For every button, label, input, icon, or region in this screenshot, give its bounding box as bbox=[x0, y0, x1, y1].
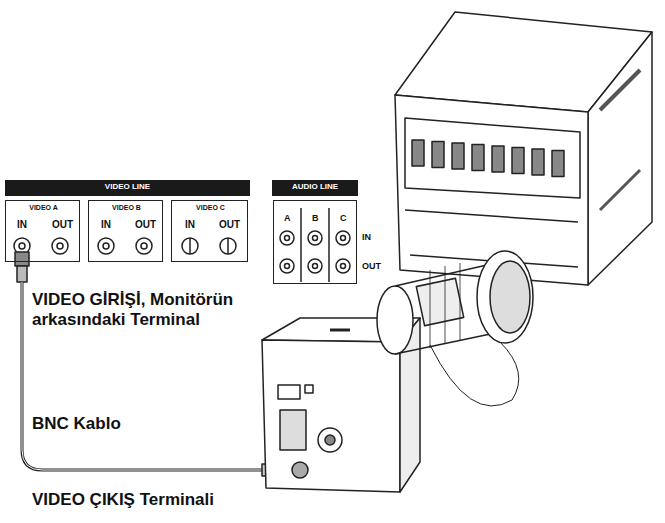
terminal-label: A bbox=[284, 213, 291, 223]
callout-text: BNC Kablo bbox=[32, 414, 121, 434]
panel-title: VIDEO LINE bbox=[105, 182, 150, 191]
terminal-label: IN bbox=[362, 232, 371, 242]
terminal-label: IN bbox=[17, 219, 27, 230]
vent-slot bbox=[532, 149, 544, 175]
vent-slot bbox=[472, 145, 484, 171]
terminal-label: VIDEO B bbox=[112, 204, 141, 211]
terminal-label: OUT bbox=[362, 261, 381, 271]
monitor-recess bbox=[405, 118, 580, 198]
monitor-top bbox=[395, 12, 652, 112]
terminal-label: IN bbox=[101, 219, 111, 230]
terminal-label: B bbox=[312, 213, 319, 223]
terminal-label: VIDEO C bbox=[196, 204, 225, 211]
vent-slot bbox=[492, 146, 504, 172]
vent-slot bbox=[412, 140, 424, 166]
terminal-label: OUT bbox=[135, 219, 156, 230]
monitor-vent bbox=[600, 70, 640, 110]
video-terminal-box: VIDEO C IN OUT bbox=[171, 200, 248, 262]
terminal-label: C bbox=[340, 213, 347, 223]
monitor-vents bbox=[412, 140, 564, 177]
video-terminal-box: VIDEO B IN OUT bbox=[88, 200, 163, 262]
terminal-label: OUT bbox=[219, 219, 240, 230]
vent-slot bbox=[552, 151, 564, 177]
terminal-label: VIDEO A bbox=[29, 204, 58, 211]
vent-slot bbox=[432, 142, 444, 168]
vent-slot bbox=[452, 143, 464, 169]
panel-header: VIDEO LINE bbox=[5, 180, 250, 196]
video-connectors bbox=[14, 238, 236, 254]
panel-title: AUDIO LINE bbox=[292, 182, 338, 191]
monitor-line bbox=[405, 210, 578, 222]
callout-text: VIDEO ÇIKIŞ Terminali bbox=[32, 490, 214, 510]
terminal-label: IN bbox=[185, 219, 195, 230]
monitor-side bbox=[588, 32, 652, 285]
bnc-cable bbox=[15, 252, 280, 476]
panel-header: AUDIO LINE bbox=[272, 180, 358, 196]
video-terminal-box: VIDEO A IN OUT bbox=[5, 200, 80, 262]
camera bbox=[262, 251, 533, 492]
monitor-vent bbox=[600, 170, 640, 210]
audio-connectors bbox=[280, 208, 350, 282]
audio-terminal-box: A B C bbox=[273, 200, 357, 284]
vent-slot bbox=[512, 148, 524, 174]
callout-text: VIDEO GİRİŞİ, Monitörün arkasındaki Term… bbox=[32, 290, 260, 329]
terminal-label: OUT bbox=[52, 219, 73, 230]
